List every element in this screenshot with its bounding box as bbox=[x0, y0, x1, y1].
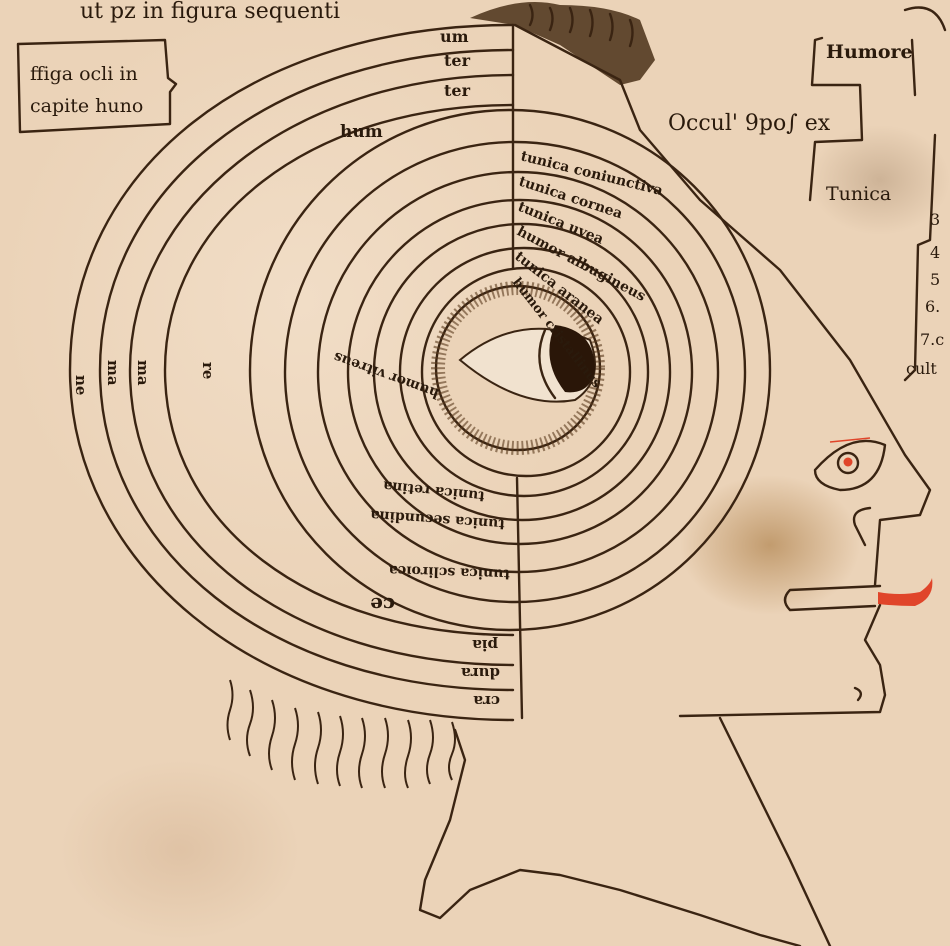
label-ter-2: ter bbox=[444, 81, 471, 100]
side-note: Occul' 9po∫ ex Humore Tunica 3 4 5 6. 7.… bbox=[668, 6, 947, 382]
label-dura: dura bbox=[461, 664, 500, 682]
label-re: re bbox=[199, 362, 217, 379]
title-fragment: ut pz in figura sequenti bbox=[80, 0, 340, 24]
eye-drawing bbox=[431, 281, 605, 455]
eye-rings bbox=[248, 108, 772, 632]
hair-top bbox=[470, 1, 655, 86]
label-ce: ce bbox=[370, 593, 395, 617]
list-item: 7.c bbox=[920, 330, 944, 349]
face-features bbox=[783, 437, 933, 702]
label-um: um bbox=[440, 27, 469, 46]
caption-line-1: ffiga ocli in bbox=[30, 63, 138, 85]
caption-box: ffiga ocli in capite huno bbox=[16, 38, 178, 134]
list-item: 3 bbox=[930, 210, 940, 229]
bracket-label-tunica: Tunica bbox=[826, 183, 891, 205]
left-ring-labels: ne ma ma re bbox=[72, 360, 217, 395]
list-item: 6. bbox=[925, 297, 940, 316]
label-ma-1: ma bbox=[104, 360, 122, 386]
label-pia: pia bbox=[472, 636, 498, 654]
label-ne: ne bbox=[72, 375, 90, 395]
brain-rings bbox=[68, 23, 524, 722]
layer-label-inverted: tunica scliroica bbox=[388, 562, 510, 582]
layer-label-inverted: tunica secundina bbox=[370, 507, 505, 532]
list-item: cult bbox=[906, 359, 937, 378]
bottom-labels-inverted: pia dura cra bbox=[461, 636, 500, 710]
layer-label-inverted: tunica retina bbox=[382, 477, 485, 504]
bracket-label-humore: Humore bbox=[826, 41, 913, 63]
top-ring-labels: um ter ter hum bbox=[340, 27, 471, 142]
occul-text: Occul' 9po∫ ex bbox=[668, 111, 831, 136]
label-hum: hum bbox=[340, 122, 383, 142]
label-ma-2: ma bbox=[134, 360, 152, 386]
hair-bottom bbox=[226, 679, 456, 789]
label-cra: cra bbox=[473, 692, 500, 710]
label-ter-1: ter bbox=[444, 51, 471, 70]
list-item: 5 bbox=[930, 270, 940, 289]
caption-line-2: capite huno bbox=[30, 95, 143, 117]
list-item: 4 bbox=[930, 243, 940, 262]
